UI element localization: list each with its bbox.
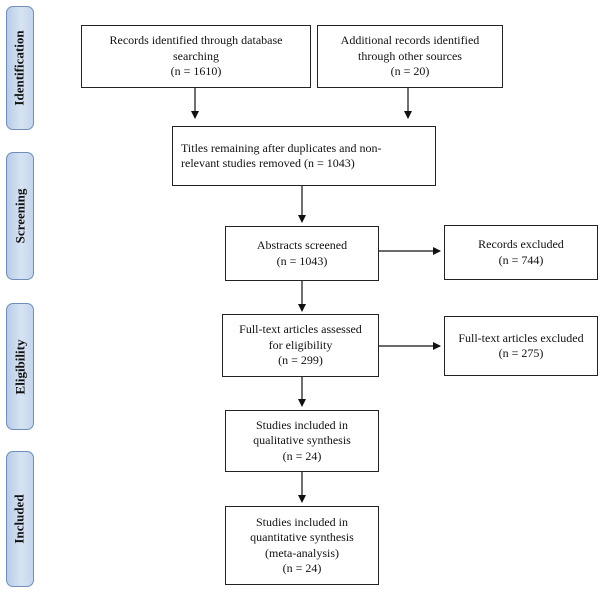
qualitative-synthesis-count: (n = 24): [282, 448, 322, 463]
other-sources-count: (n = 20): [390, 64, 430, 79]
fulltext-excluded-line1: Full-text articles excluded: [458, 330, 584, 345]
duplicates-removed-line1: Titles remaining after duplicates and no…: [181, 140, 382, 155]
records-excluded-count: (n = 744): [498, 252, 544, 267]
box-database-records: Records identified through database sear…: [81, 25, 311, 88]
quantitative-synthesis-line1: Studies included in: [256, 514, 348, 529]
box-quantitative-synthesis: Studies included in quantitative synthes…: [225, 506, 379, 585]
box-other-sources: Additional records identified through ot…: [317, 25, 503, 88]
stage-tab-identification: Identification: [6, 6, 34, 130]
box-fulltext-excluded: Full-text articles excluded (n = 275): [444, 316, 598, 376]
fulltext-assessed-line2: for eligibility: [268, 337, 333, 352]
duplicates-removed-line2: relevant studies removed (n = 1043): [181, 156, 355, 170]
stage-tab-included: Included: [6, 451, 34, 587]
stage-tab-eligibility: Eligibility: [6, 303, 34, 430]
fulltext-excluded-count: (n = 275): [498, 346, 544, 360]
database-records-count: (n = 1610): [170, 64, 222, 79]
box-records-excluded: Records excluded (n = 744): [444, 225, 598, 280]
other-sources-line2: through other sources: [358, 48, 462, 63]
box-duplicates-removed: Titles remaining after duplicates and no…: [172, 126, 436, 186]
quantitative-synthesis-line2: quantitative synthesis: [250, 530, 354, 545]
other-sources-line1: Additional records identified: [340, 33, 480, 48]
records-excluded-line1: Records excluded: [478, 237, 564, 252]
database-records-line1: Records identified through database: [109, 33, 283, 48]
abstracts-screened-count: (n = 1043): [276, 253, 328, 268]
quantitative-synthesis-count: (n = 24): [282, 560, 322, 575]
fulltext-assessed-count: (n = 299): [278, 353, 323, 368]
qualitative-synthesis-line1: Studies included in: [256, 417, 348, 432]
box-fulltext-assessed: Full-text articles assessed for eligibil…: [222, 314, 379, 377]
fulltext-assessed-line1: Full-text articles assessed: [239, 322, 362, 337]
abstracts-screened-line1: Abstracts screened: [256, 238, 348, 253]
quantitative-synthesis-line3: (meta-analysis): [265, 545, 339, 560]
stage-tab-screening: Screening: [6, 152, 34, 280]
qualitative-synthesis-line2: qualitative synthesis: [253, 433, 351, 448]
box-abstracts-screened: Abstracts screened (n = 1043): [225, 226, 379, 281]
database-records-line2: searching: [173, 48, 219, 63]
box-qualitative-synthesis: Studies included in qualitative synthesi…: [225, 410, 379, 472]
